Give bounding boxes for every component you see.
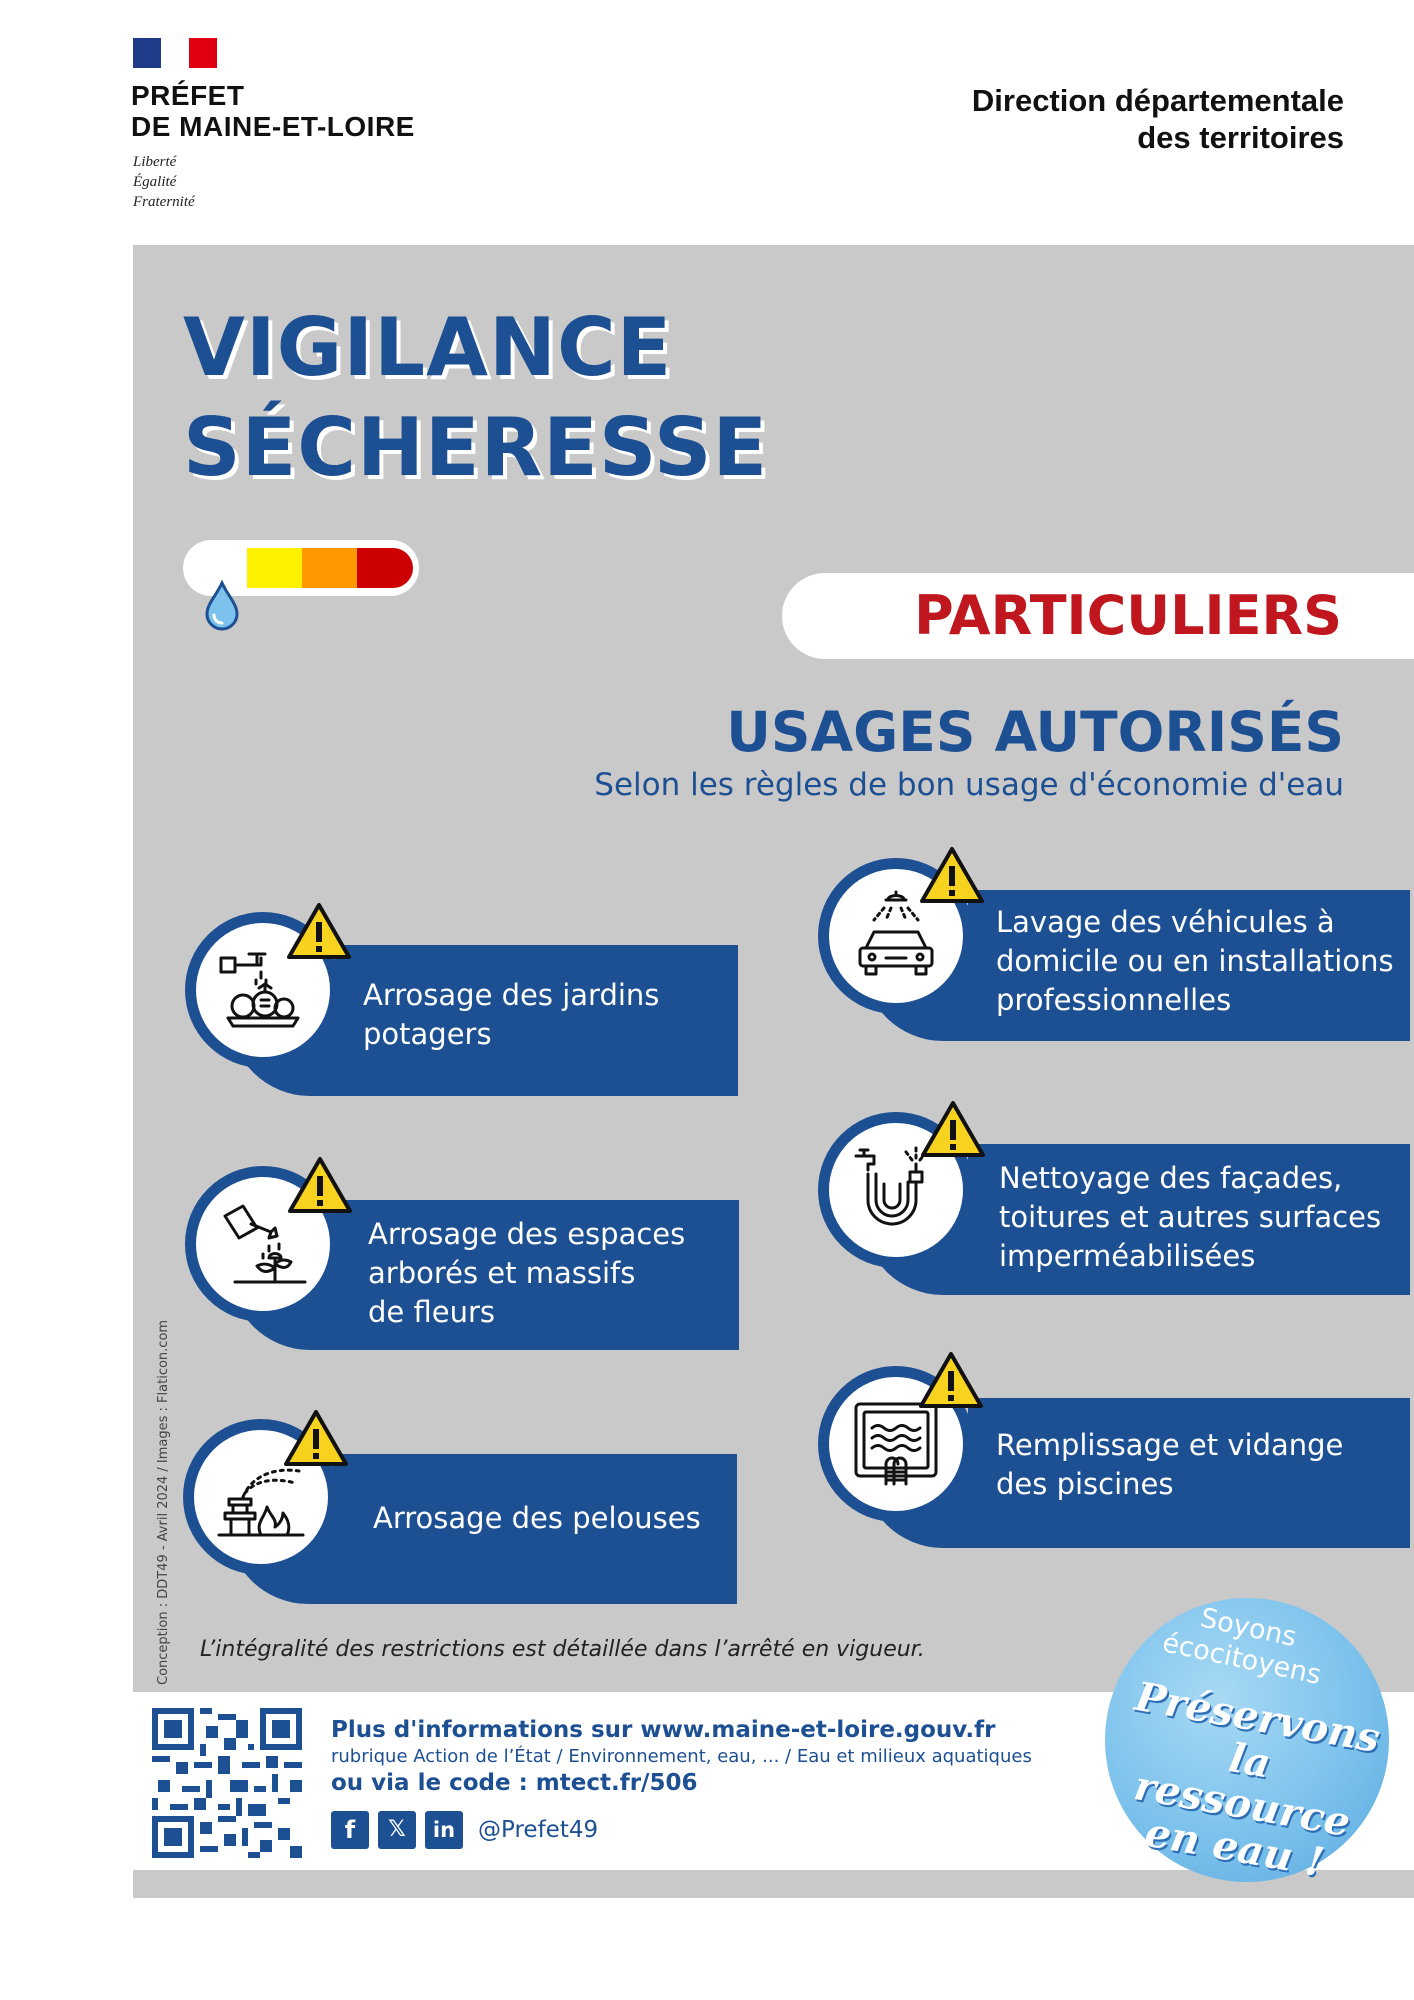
prefecture-name: PRÉFET DE MAINE-ET-LOIRE: [131, 80, 415, 142]
facebook-icon[interactable]: f: [331, 1811, 369, 1849]
level-none: [191, 548, 247, 588]
republic-motto: Liberté Égalité Fraternité: [133, 154, 195, 210]
warning-icon: [920, 847, 984, 903]
watering-can-icon: [223, 1204, 307, 1284]
garden-hose-icon: [854, 1146, 928, 1226]
level-alerte: [302, 548, 357, 588]
linkedin-icon[interactable]: in: [425, 1811, 463, 1849]
level-vigilance: [247, 548, 302, 588]
warning-icon: [921, 1101, 985, 1157]
usage-label: Nettoyage des façades,toitures et autres…: [999, 1161, 1382, 1273]
info-code[interactable]: ou via le code : mtect.fr/506: [331, 1770, 698, 1796]
sprinkler-icon: [217, 1468, 305, 1537]
warning-icon: [919, 1352, 983, 1408]
audience-pill: [782, 573, 1414, 659]
french-flag-logo: [133, 38, 217, 68]
info-website[interactable]: Plus d'informations sur www.maine-et-loi…: [331, 1717, 996, 1743]
car-wash-icon: [858, 890, 934, 976]
warning-icon: [287, 903, 351, 959]
credit-text: Conception : DDT49 - Avril 2024 / Images…: [156, 1319, 171, 1685]
x-icon[interactable]: 𝕏: [378, 1811, 416, 1849]
info-rubrique: rubrique Action de l’État / Environnemen…: [331, 1746, 1032, 1767]
gauge-levels: [191, 548, 413, 588]
footnote: L’intégralité des restrictions est détai…: [200, 1637, 925, 1662]
swimming-pool-icon: [854, 1402, 938, 1486]
audience-label: PARTICULIERS: [914, 584, 1342, 647]
qr-code[interactable]: [152, 1708, 302, 1858]
page-title: VIGILANCE SÉCHERESSE: [183, 301, 769, 494]
usages-subtitle: Selon les règles de bon usage d'économie…: [594, 767, 1344, 803]
footer-strip: [133, 1870, 1414, 1898]
usage-label: Arrosage des pelouses: [373, 1501, 701, 1535]
vegetable-garden-icon: [219, 952, 300, 1028]
eco-badge: [1105, 1598, 1389, 1882]
direction-title: Direction départementale des territoires: [971, 83, 1344, 155]
social-handle[interactable]: @Prefet49: [478, 1817, 599, 1843]
warning-icon: [288, 1157, 352, 1213]
level-crise: [357, 548, 413, 588]
water-drop-icon: [205, 580, 239, 631]
warning-icon: [284, 1410, 348, 1466]
usages-title: USAGES AUTORISÉS: [726, 700, 1344, 764]
